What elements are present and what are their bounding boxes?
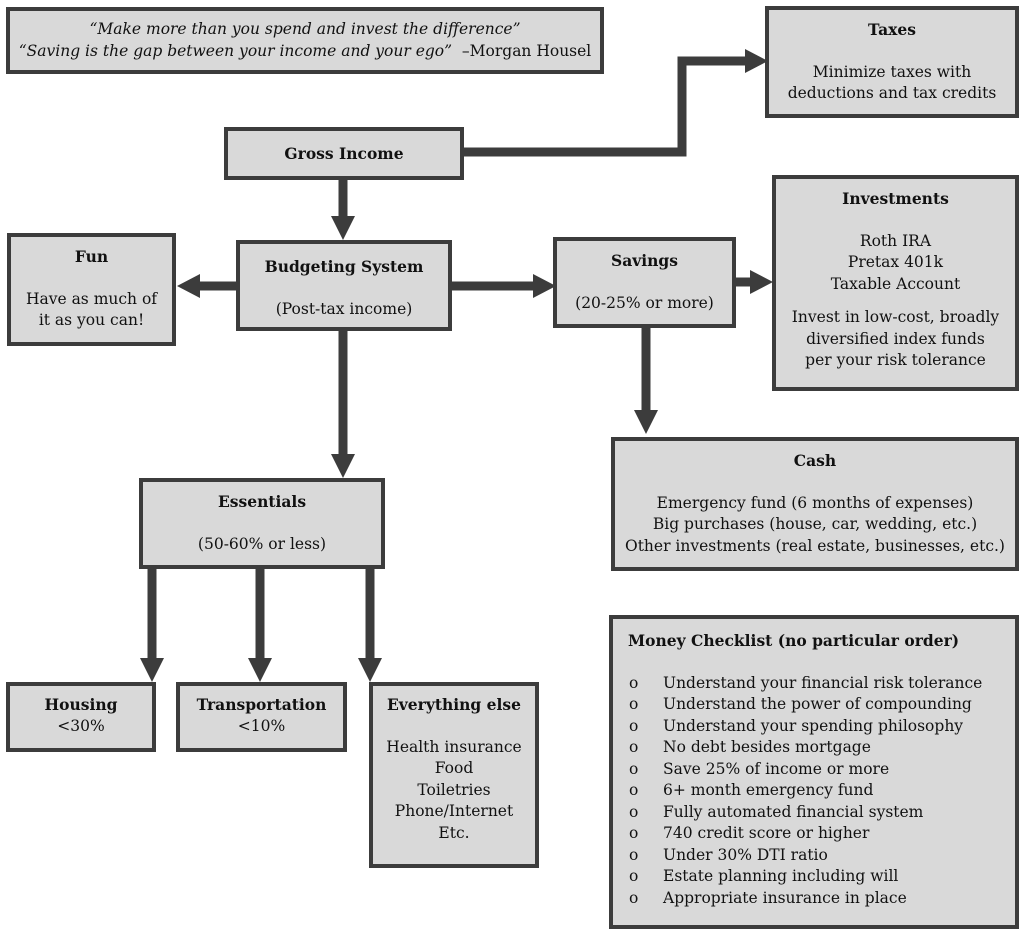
cash-line: Emergency fund (6 months of expenses) xyxy=(656,493,974,512)
arrowhead-everything-else xyxy=(358,658,382,682)
housing-box: Housing <30% xyxy=(6,682,156,752)
checklist-item: o Under 30% DTI ratio xyxy=(613,845,1015,867)
arrowhead-taxes xyxy=(745,49,768,73)
cash-box: Cash Emergency fund (6 months of expense… xyxy=(611,437,1019,571)
checklist-item: o Save 25% of income or more xyxy=(613,759,1015,781)
investments-title: Investments xyxy=(842,189,949,208)
everything-else-item: Health insurance xyxy=(386,737,522,756)
cash-line: Big purchases (house, car, wedding, etc.… xyxy=(652,515,978,533)
transportation-box: Transportation <10% xyxy=(176,682,347,752)
bullet-icon: o xyxy=(629,888,639,907)
arrowhead-transportation xyxy=(248,658,272,682)
budgeting-note: (Post-tax income) xyxy=(275,299,413,318)
checklist-item: o Fully automated financial system xyxy=(613,802,1015,824)
quote-box: “Make more than you spend and invest the… xyxy=(6,7,604,74)
checklist-item-text: Save 25% of income or more xyxy=(663,759,890,778)
fun-line: Have as much of xyxy=(25,289,158,308)
taxes-title: Taxes xyxy=(868,20,916,39)
checklist-item-text: Under 30% DTI ratio xyxy=(663,845,828,864)
bullet-icon: o xyxy=(629,845,639,864)
checklist-items: o Understand your financial risk toleranc… xyxy=(613,673,1015,910)
essentials-note: (50-60% or less) xyxy=(197,534,327,553)
gross-income-title: Gross Income xyxy=(284,144,404,163)
checklist-item-text: Understand the power of compounding xyxy=(663,695,972,713)
housing-title: Housing xyxy=(44,695,118,714)
fun-box: Fun Have as much of it as you can! xyxy=(7,233,176,346)
arrowhead-investments xyxy=(750,270,773,294)
transportation-title: Transportation xyxy=(196,695,327,714)
cash-title: Cash xyxy=(793,451,837,470)
checklist-item: o 740 credit score or higher xyxy=(613,823,1015,845)
arrow-gross-to-taxes xyxy=(462,56,745,157)
arrowhead-cash xyxy=(634,410,658,434)
savings-box: Savings (20-25% or more) xyxy=(553,237,736,328)
arrowhead-essentials xyxy=(331,454,355,478)
bullet-icon: o xyxy=(629,673,639,692)
bullet-icon: o xyxy=(629,802,639,821)
budgeting-system-box: Budgeting System (Post-tax income) xyxy=(236,240,452,331)
arrowhead-budgeting xyxy=(331,216,355,240)
checklist-item-text: 740 credit score or higher xyxy=(663,824,870,842)
investment-advice: Invest in low-cost, broadly xyxy=(791,308,1000,326)
checklist-item: o Estate planning including will xyxy=(613,866,1015,888)
checklist-item: o Appropriate insurance in place xyxy=(613,888,1015,910)
quote-line-2: “Saving is the gap between your income a… xyxy=(10,41,600,63)
savings-note: (20-25% or more) xyxy=(575,293,714,312)
bullet-icon: o xyxy=(629,759,639,778)
checklist-item: o Understand your financial risk toleranc… xyxy=(613,673,1015,695)
checklist-item-text: Estate planning including will xyxy=(663,867,899,885)
arrowhead-housing xyxy=(140,658,164,682)
quote-line-1: “Make more than you spend and invest the… xyxy=(89,20,521,38)
transportation-note: <10% xyxy=(237,716,286,735)
gross-income-box: Gross Income xyxy=(224,127,464,180)
fun-line: it as you can! xyxy=(38,311,145,329)
bullet-icon: o xyxy=(629,716,639,735)
investment-account: Taxable Account xyxy=(830,274,961,293)
taxes-box: Taxes Minimize taxes with deductions and… xyxy=(765,6,1019,118)
savings-title: Savings xyxy=(611,251,678,270)
housing-note: <30% xyxy=(57,716,105,735)
bullet-icon: o xyxy=(629,738,639,756)
checklist-item-text: Appropriate insurance in place xyxy=(663,888,907,907)
checklist-item-text: Understand your financial risk tolerance xyxy=(663,673,983,692)
taxes-line: deductions and tax credits xyxy=(787,84,997,102)
checklist-item-text: No debt besides mortgage xyxy=(663,738,871,756)
bullet-icon: o xyxy=(629,867,639,885)
investments-box: Investments Roth IRA Pretax 401k Taxable… xyxy=(772,175,1019,391)
investment-account: Roth IRA xyxy=(859,231,932,250)
investment-advice: per your risk tolerance xyxy=(805,351,986,369)
quote-line-2-text: “Saving is the gap between your income a… xyxy=(18,41,453,60)
investment-advice: diversified index funds xyxy=(806,329,985,348)
bullet-icon: o xyxy=(629,781,639,799)
budgeting-title: Budgeting System xyxy=(264,257,424,276)
quote-author: –Morgan Housel xyxy=(461,41,592,60)
checklist-item-text: Understand your spending philosophy xyxy=(663,716,964,735)
investment-account: Pretax 401k xyxy=(847,253,944,271)
arrowhead-fun xyxy=(177,274,200,298)
arrowhead-savings xyxy=(533,274,556,298)
everything-else-title: Everything else xyxy=(386,695,521,714)
checklist-item-text: Fully automated financial system xyxy=(663,802,924,821)
essentials-box: Essentials (50-60% or less) xyxy=(139,478,385,569)
bullet-icon: o xyxy=(629,824,639,842)
cash-line: Other investments (real estate, business… xyxy=(625,536,1005,555)
checklist-item-text: 6+ month emergency fund xyxy=(663,781,874,799)
everything-else-item: Toiletries xyxy=(417,780,491,799)
essentials-title: Essentials xyxy=(217,492,307,511)
everything-else-item: Food xyxy=(434,759,474,777)
checklist-item: o No debt besides mortgage xyxy=(613,737,1015,759)
everything-else-item: Phone/Internet xyxy=(394,802,514,820)
everything-else-box: Everything else Health insurance Food To… xyxy=(369,682,539,868)
taxes-line: Minimize taxes with xyxy=(812,62,972,81)
checklist-item: o 6+ month emergency fund xyxy=(613,780,1015,802)
bullet-icon: o xyxy=(629,695,639,713)
fun-title: Fun xyxy=(74,247,109,266)
checklist-item: o Understand the power of compounding xyxy=(613,694,1015,716)
checklist-title: Money Checklist (no particular order) xyxy=(628,631,960,650)
checklist-item: o Understand your spending philosophy xyxy=(613,716,1015,738)
everything-else-item: Etc. xyxy=(438,823,470,842)
